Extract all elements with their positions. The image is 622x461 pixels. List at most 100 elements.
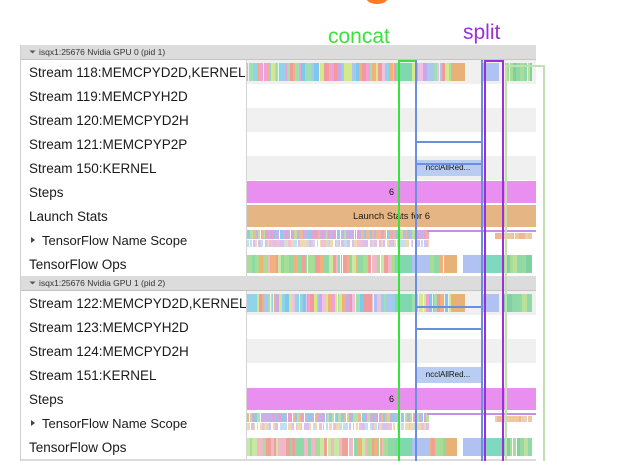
trace-event-block[interactable] — [431, 438, 436, 456]
trace-event-block[interactable] — [339, 294, 343, 312]
timeline-row-track[interactable] — [247, 132, 536, 156]
timeline-row-track[interactable] — [247, 60, 536, 84]
trace-event-block[interactable] — [274, 438, 276, 456]
trace-event-block[interactable] — [275, 294, 279, 312]
trace-event-block[interactable] — [410, 294, 414, 312]
trace-event-block[interactable] — [410, 240, 412, 247]
trace-event-block[interactable] — [317, 230, 320, 239]
trace-event-block[interactable] — [481, 438, 503, 456]
trace-event-block[interactable] — [292, 230, 295, 239]
trace-event-block[interactable] — [386, 230, 390, 239]
trace-event-block[interactable] — [247, 438, 251, 456]
timeline-row-label[interactable]: Launch Stats — [21, 204, 247, 228]
trace-event-block[interactable] — [276, 413, 278, 422]
trace-event-block[interactable] — [272, 413, 275, 422]
trace-event-block[interactable] — [529, 63, 532, 81]
trace-event-block[interactable] — [381, 294, 384, 312]
trace-event-block[interactable] — [349, 230, 352, 239]
trace-event-block[interactable] — [443, 255, 445, 273]
trace-event-block[interactable] — [288, 240, 291, 247]
trace-event-block[interactable] — [292, 423, 295, 430]
trace-event-block[interactable] — [304, 255, 308, 273]
steps-bar[interactable]: 6 — [247, 181, 536, 203]
trace-event-block[interactable] — [451, 63, 465, 81]
trace-event-block[interactable] — [383, 438, 388, 456]
trace-event-block[interactable] — [351, 230, 355, 239]
trace-event-block[interactable] — [320, 63, 324, 81]
trace-event-block[interactable] — [502, 438, 507, 456]
trace-event-block[interactable] — [526, 294, 531, 312]
trace-event-block[interactable] — [421, 240, 423, 247]
trace-event-block[interactable] — [433, 294, 437, 312]
trace-event-block[interactable] — [362, 240, 364, 247]
trace-event-block[interactable] — [380, 255, 384, 273]
trace-event-block[interactable] — [346, 413, 349, 422]
trace-event-block[interactable] — [400, 413, 402, 422]
trace-event-block[interactable] — [340, 255, 343, 273]
trace-event-block[interactable] — [373, 438, 377, 456]
timeline-row[interactable]: TensorFlow Name Scope — [21, 411, 536, 435]
trace-event-block[interactable] — [511, 416, 516, 422]
trace-event-block[interactable] — [298, 240, 301, 247]
trace-event-block[interactable] — [319, 230, 322, 239]
trace-event-block[interactable] — [523, 63, 528, 81]
trace-event-block[interactable] — [412, 423, 416, 430]
trace-event-block[interactable] — [481, 63, 499, 81]
trace-event-block[interactable] — [399, 230, 401, 239]
trace-event-block[interactable] — [364, 423, 366, 430]
trace-event-block[interactable] — [338, 413, 342, 422]
trace-event-block[interactable] — [282, 423, 284, 430]
trace-event-block[interactable] — [411, 240, 414, 247]
trace-event-block[interactable] — [404, 413, 407, 422]
trace-event-block[interactable] — [314, 230, 318, 239]
trace-event-block[interactable] — [303, 230, 305, 239]
trace-event-block[interactable] — [317, 63, 320, 81]
trace-event-block[interactable] — [343, 63, 349, 81]
trace-event-block[interactable] — [400, 230, 404, 239]
trace-event-block[interactable] — [256, 294, 259, 312]
trace-event-block[interactable] — [394, 230, 398, 239]
trace-event-block[interactable] — [321, 240, 324, 247]
trace-event-block[interactable] — [306, 294, 309, 312]
trace-event-block[interactable] — [502, 255, 507, 273]
trace-event-block[interactable] — [378, 63, 383, 81]
trace-event-block[interactable] — [299, 423, 301, 430]
trace-event-block[interactable] — [268, 63, 271, 81]
trace-event-block[interactable] — [426, 230, 429, 239]
trace-event-block[interactable] — [386, 240, 389, 247]
trace-event-block[interactable] — [406, 240, 410, 247]
trace-event-block[interactable] — [291, 423, 293, 430]
trace-event-block[interactable] — [408, 413, 411, 422]
trace-event-block[interactable] — [512, 438, 517, 456]
trace-event-block[interactable] — [282, 230, 286, 239]
group-header-row[interactable]: isqx1:25676 Nvidia GPU 0 (pid 1) — [21, 45, 536, 60]
trace-event-block[interactable] — [354, 240, 357, 247]
trace-event-block[interactable] — [279, 423, 283, 430]
trace-event-block[interactable] — [374, 230, 376, 239]
trace-event-block[interactable] — [411, 63, 416, 81]
trace-event-block[interactable] — [338, 255, 341, 273]
trace-event-block[interactable] — [356, 240, 360, 247]
trace-event-block[interactable] — [511, 294, 516, 312]
trace-event-block[interactable] — [280, 63, 285, 81]
timeline-row-track[interactable]: ncclAllRed... — [247, 363, 536, 387]
trace-event-block[interactable] — [366, 63, 370, 81]
trace-event-block[interactable] — [328, 63, 330, 81]
trace-event-block[interactable] — [268, 230, 270, 239]
trace-event-block[interactable] — [359, 240, 362, 247]
trace-event-block[interactable] — [509, 63, 514, 81]
trace-event-block[interactable] — [266, 438, 271, 456]
trace-event-block[interactable] — [400, 240, 402, 247]
nccl-allreduce-block[interactable]: ncclAllRed... — [415, 160, 481, 176]
trace-event-block[interactable] — [325, 423, 328, 430]
trace-event-block[interactable] — [354, 230, 357, 239]
trace-event-block[interactable] — [320, 255, 325, 273]
trace-event-block[interactable] — [481, 255, 503, 273]
trace-event-block[interactable] — [410, 230, 412, 239]
trace-event-block[interactable] — [288, 423, 292, 430]
trace-event-block[interactable] — [531, 255, 532, 273]
trace-event-block[interactable] — [340, 230, 344, 239]
trace-event-block[interactable] — [283, 413, 286, 422]
trace-event-block[interactable] — [449, 294, 451, 312]
